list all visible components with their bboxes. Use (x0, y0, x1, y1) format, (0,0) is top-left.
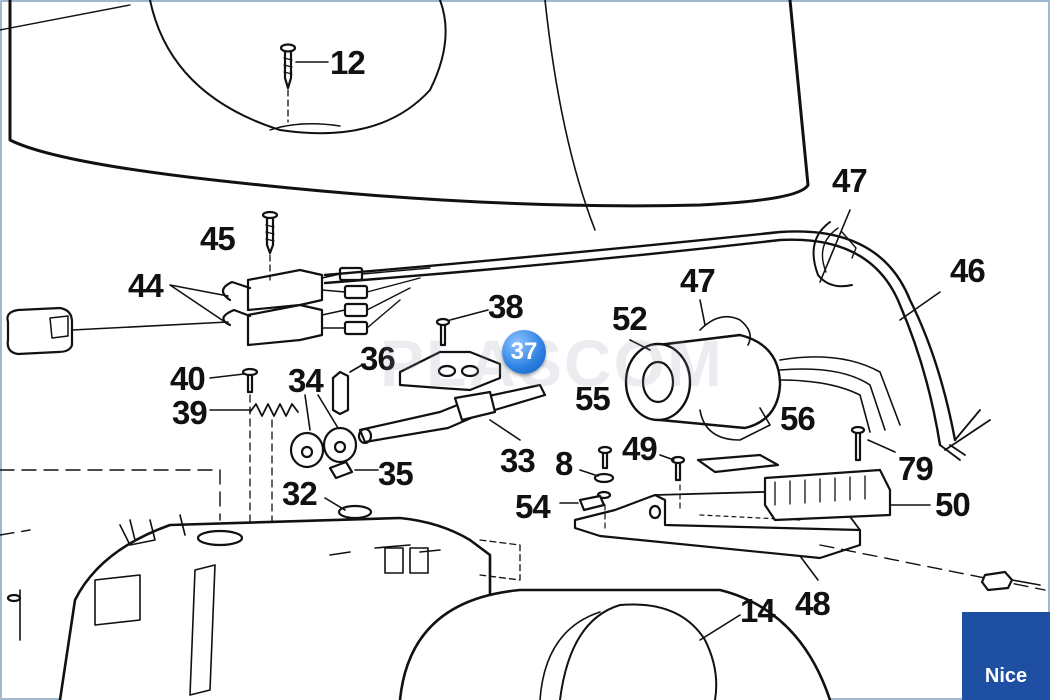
label-33: 33 (500, 442, 535, 479)
microswitches (169, 266, 431, 347)
grub-screw-35 (328, 460, 379, 480)
label-35: 35 (378, 455, 413, 492)
part-labels: 12 45 44 47 47 46 38 52 36 40 34 39 55 5… (128, 44, 986, 629)
label-44: 44 (128, 267, 164, 304)
label-46: 46 (950, 252, 985, 289)
right-fastener (819, 544, 1046, 592)
label-36: 36 (360, 340, 395, 377)
label-55: 55 (575, 380, 610, 417)
small-fasteners (559, 425, 896, 529)
switch-cap (6, 306, 229, 356)
label-48: 48 (795, 585, 830, 622)
gearbox-base (0, 469, 521, 700)
screw-45 (261, 210, 279, 281)
label-56: 56 (780, 400, 815, 437)
cable-bundle (323, 209, 991, 461)
label-39: 39 (172, 394, 207, 431)
shaft-33 (357, 383, 547, 445)
label-40: 40 (170, 360, 205, 397)
label-52: 52 (612, 300, 647, 337)
label-14: 14 (740, 592, 776, 629)
highlight-badge[interactable]: 37 (502, 330, 546, 374)
clamp-38 (398, 309, 502, 392)
label-50: 50 (935, 486, 970, 523)
spring-and-screw (209, 367, 299, 546)
label-12: 12 (330, 44, 365, 81)
label-38: 38 (488, 288, 523, 325)
label-49: 49 (622, 430, 657, 467)
label-34: 34 (288, 362, 324, 399)
cover-housing (0, 0, 810, 231)
label-47-top: 47 (832, 162, 867, 199)
label-32: 32 (282, 475, 317, 512)
cams (289, 364, 363, 469)
coil-52 (624, 299, 901, 441)
label-79: 79 (898, 450, 933, 487)
label-54: 54 (515, 488, 551, 525)
screw-12 (279, 43, 329, 123)
label-45: 45 (200, 220, 235, 257)
bracket-assembly (573, 453, 931, 581)
label-47-coil: 47 (680, 262, 715, 299)
motor-14 (398, 588, 832, 700)
label-8: 8 (555, 445, 573, 482)
brand-logo: Nice (962, 612, 1050, 700)
